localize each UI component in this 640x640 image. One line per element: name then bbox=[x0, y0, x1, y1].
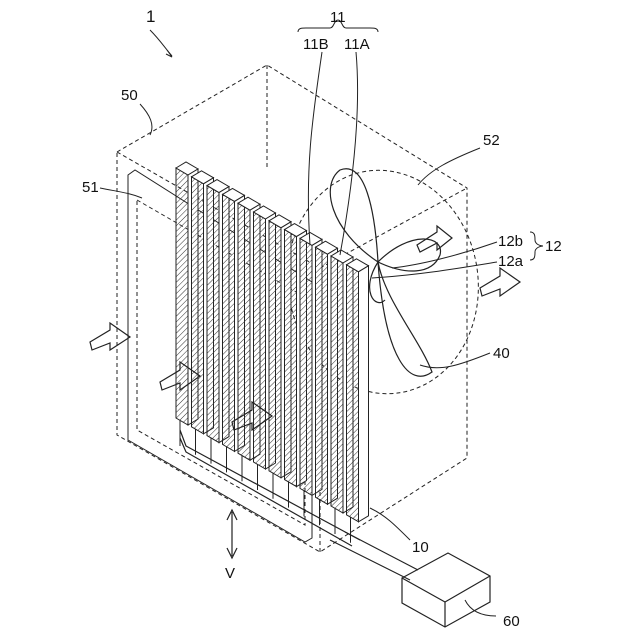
fin-plate bbox=[238, 203, 250, 460]
fin-plate bbox=[176, 168, 188, 425]
fin-plate bbox=[300, 238, 312, 495]
fin-plate bbox=[347, 265, 359, 522]
heat-exchanger-fins bbox=[176, 162, 369, 546]
label-housing: 50 bbox=[121, 87, 138, 104]
label-housing-inner: 51 bbox=[82, 179, 99, 196]
fin-plate bbox=[223, 194, 235, 451]
label-group-12: 12 bbox=[545, 238, 562, 255]
label-controller: 60 bbox=[503, 613, 520, 630]
label-group-11: 11 bbox=[330, 9, 346, 26]
label-fan-opening: 52 bbox=[483, 132, 500, 149]
fin-plate bbox=[285, 230, 297, 487]
airflow-arrow-inlet bbox=[90, 323, 130, 350]
label-part-11B: 11B bbox=[303, 36, 329, 53]
fin-plate bbox=[269, 221, 281, 478]
label-part-12b: 12b bbox=[498, 233, 523, 250]
fin-plate bbox=[192, 177, 204, 434]
fin-plate bbox=[207, 186, 219, 443]
label-direction: V bbox=[225, 565, 235, 582]
label-part-12a: 12a bbox=[498, 253, 524, 270]
fin-plate bbox=[331, 256, 343, 513]
label-heat-exchanger: 10 bbox=[412, 539, 429, 556]
label-device: 1 bbox=[146, 7, 155, 26]
connection-pipe bbox=[330, 532, 418, 580]
fin-plate bbox=[316, 247, 328, 504]
airflow-arrow-outlet bbox=[480, 268, 520, 296]
controller-box bbox=[402, 553, 490, 627]
label-fan: 40 bbox=[493, 345, 510, 362]
label-part-11A: 11A bbox=[344, 36, 370, 53]
fin-plate bbox=[254, 212, 266, 469]
vertical-direction-arrow bbox=[227, 510, 237, 558]
fin-side-edge bbox=[359, 266, 369, 522]
